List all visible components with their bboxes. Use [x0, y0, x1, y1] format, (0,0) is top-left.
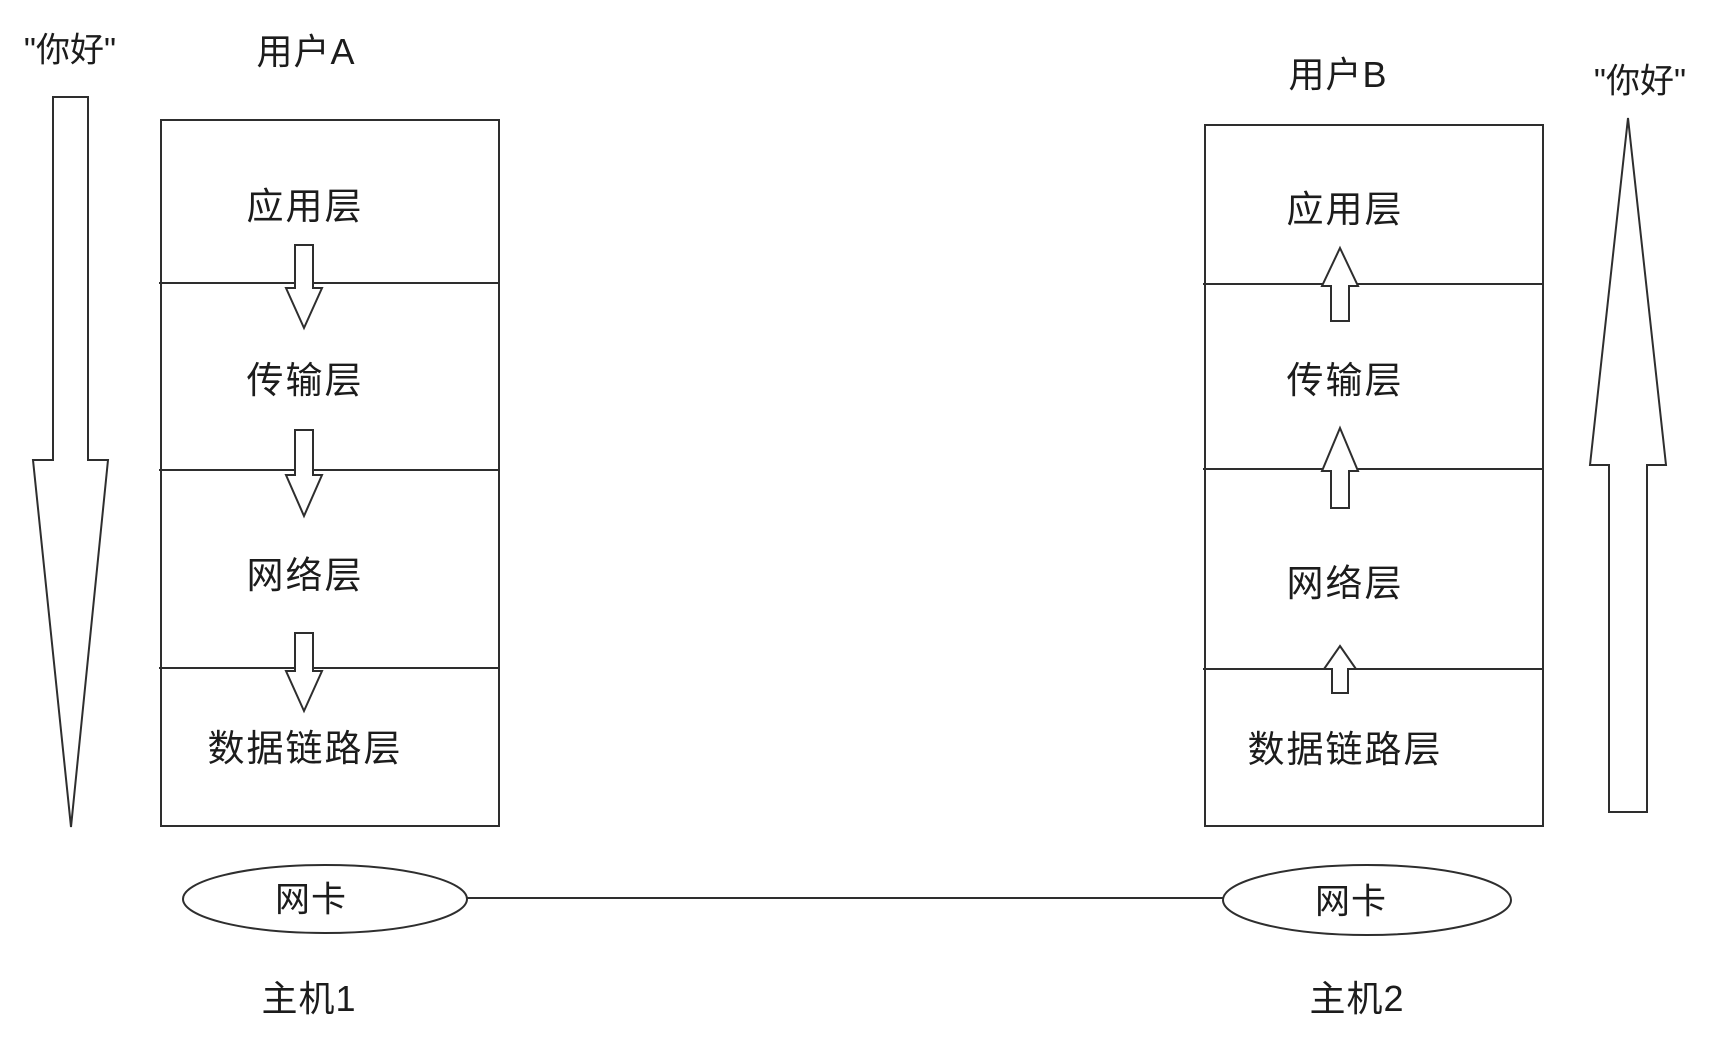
host1-nic-ellipse [182, 864, 468, 934]
host1-down-arrow-2 [284, 429, 324, 519]
host2-user-label: 用户B [1288, 54, 1388, 95]
host2-nic-label: 网卡 [1314, 882, 1388, 922]
host2-up-arrow-1 [1320, 245, 1360, 322]
host2-nic-ellipse [1222, 864, 1512, 936]
message-up-arrow [1588, 117, 1668, 813]
host1-layer-application: 应用层 [246, 186, 364, 227]
host1-down-arrow-1 [284, 244, 324, 331]
host2-layer-datalink: 数据链路层 [1247, 729, 1443, 770]
host2-layer-network: 网络层 [1286, 563, 1404, 604]
host2-label: 主机2 [1309, 978, 1405, 1019]
host2-up-arrow-2 [1320, 425, 1360, 509]
host1-label: 主机1 [261, 978, 357, 1019]
host1-layer-transport: 传输层 [246, 360, 364, 401]
host2-up-arrow-3 [1322, 644, 1358, 694]
host2-stack-box [1204, 124, 1544, 827]
message-text-left: "你好" [23, 31, 117, 70]
host1-stack-box [160, 119, 500, 827]
host1-layer-network: 网络层 [246, 555, 364, 596]
message-down-arrow [31, 96, 110, 828]
host2-layer-transport: 传输层 [1286, 360, 1404, 401]
host2-layer-application: 应用层 [1286, 189, 1404, 230]
host1-layer-datalink: 数据链路层 [207, 728, 403, 769]
host1-down-arrow-3 [284, 632, 324, 714]
host1-user-label: 用户A [256, 31, 356, 72]
host1-nic-label: 网卡 [274, 880, 348, 920]
message-text-right: "你好" [1593, 62, 1687, 101]
